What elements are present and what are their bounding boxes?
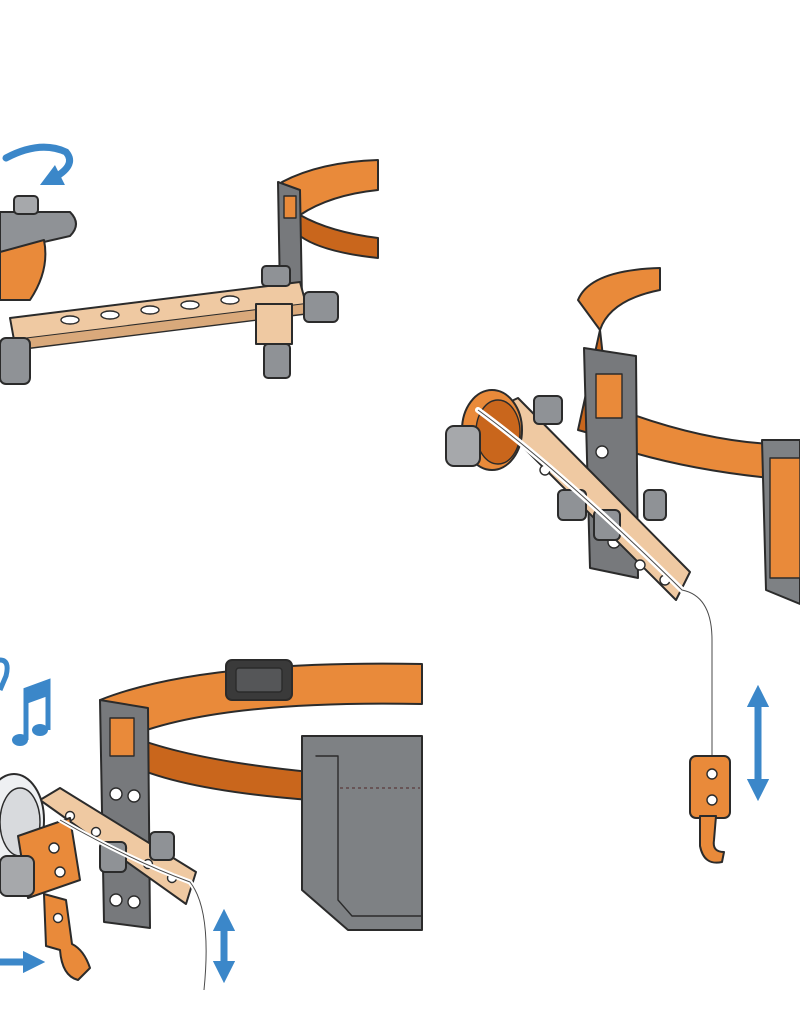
belt-pouch [301, 735, 423, 931]
music-notes-icon [0, 657, 51, 746]
rotate-arrow-icon [2, 143, 73, 186]
panel-rotating-arm [0, 143, 379, 385]
rotating-hub [0, 195, 77, 385]
pulley-wheel [445, 389, 523, 471]
arm-bolt-right [255, 265, 339, 379]
lift-hook [689, 755, 731, 864]
belt-strap [281, 159, 379, 216]
belt-strap [577, 267, 661, 331]
panel-pulley-lift [445, 267, 800, 864]
panel-music-box [0, 657, 423, 993]
arm-holes [60, 295, 240, 325]
